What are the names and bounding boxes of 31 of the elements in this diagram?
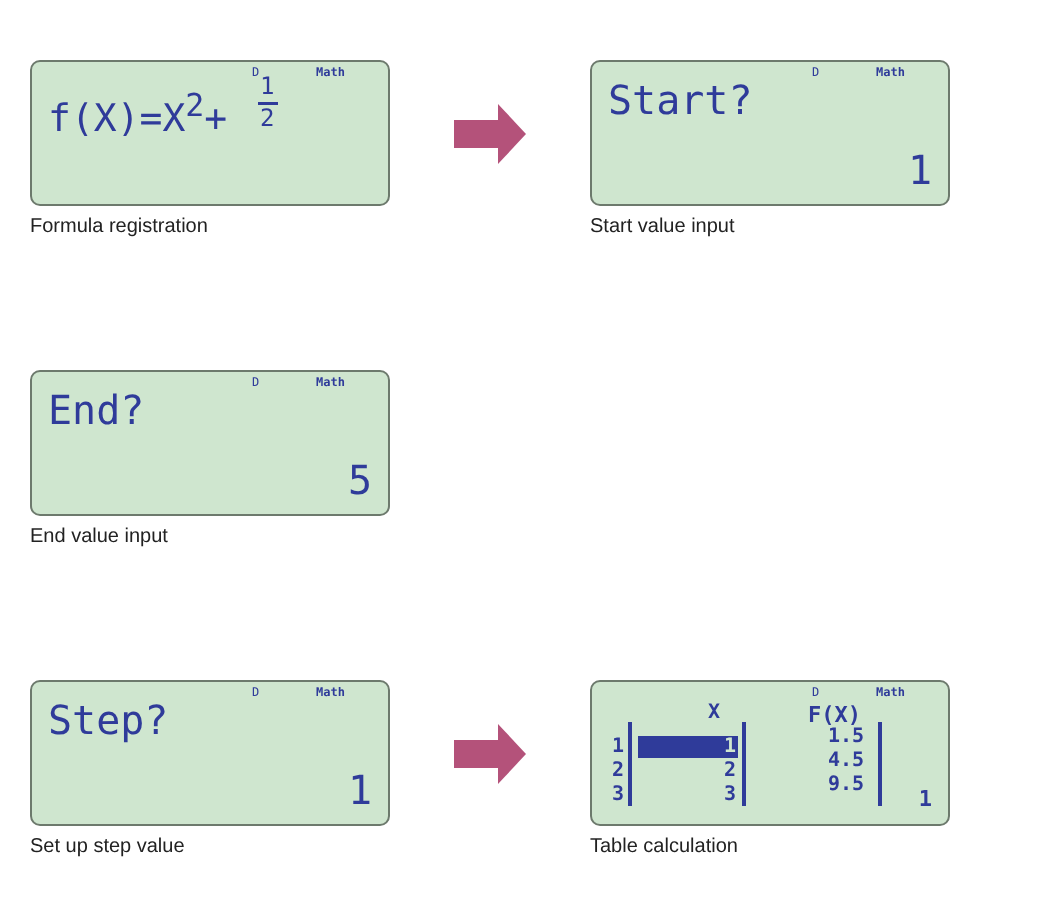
- step-caption: Start value input: [590, 216, 735, 238]
- screen-text: 3: [723, 786, 736, 806]
- step-caption: Table calculation: [590, 836, 738, 858]
- screen-text: 3: [612, 786, 625, 806]
- lcd-screen: [590, 680, 950, 826]
- screen-text: 2: [612, 762, 625, 782]
- screen-text: 1: [347, 770, 372, 810]
- screen-text: 1: [723, 738, 736, 758]
- screen-text: 2: [260, 106, 275, 130]
- lcd-screen: [30, 60, 390, 206]
- screen-text: 1: [918, 788, 932, 810]
- step-caption: Formula registration: [30, 216, 208, 238]
- step-caption: End value input: [30, 526, 168, 548]
- screen-text: F(X): [808, 704, 861, 726]
- lcd-screen: [30, 680, 390, 826]
- lcd-screen: [30, 370, 390, 516]
- screen-text: End?: [48, 390, 145, 430]
- step-caption: Set up step value: [30, 836, 185, 858]
- lcd-screen: [590, 60, 950, 206]
- screen-text: 2: [723, 762, 736, 782]
- screen-text: 1: [907, 150, 932, 190]
- screen-text: 1: [260, 74, 275, 98]
- screen-text: X: [708, 704, 721, 724]
- screen-text: Start?: [608, 80, 753, 120]
- screen-text: Step?: [48, 700, 169, 740]
- screen-text: 5: [347, 460, 372, 500]
- screen-text: 1: [612, 738, 625, 758]
- screen-text: 1.5: [827, 728, 864, 748]
- screen-text: 9.5: [827, 776, 864, 796]
- screen-text: 4.5: [827, 752, 864, 772]
- screen-text: f(X)=X$^{2}$+: [48, 90, 228, 139]
